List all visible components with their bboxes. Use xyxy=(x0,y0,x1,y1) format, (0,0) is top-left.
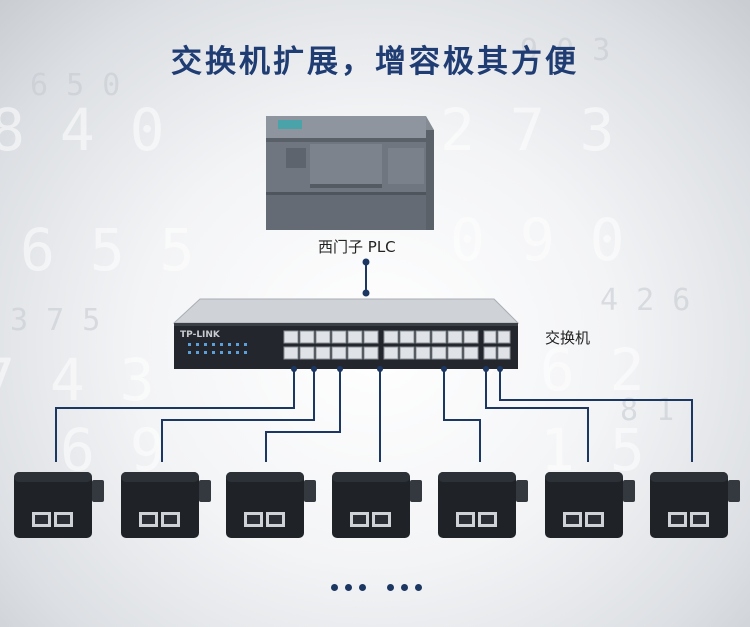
port-dot xyxy=(377,366,383,372)
port-dot xyxy=(441,366,447,372)
svg-text:0 9 0: 0 9 0 xyxy=(450,206,625,274)
svg-text:3 7 5: 3 7 5 xyxy=(10,303,100,338)
diagram-title: 交换机扩展，增容极其方便 xyxy=(171,44,579,80)
port-dot xyxy=(311,366,317,372)
endpoint-device-5 xyxy=(438,472,528,538)
plc-label: 西门子 PLC xyxy=(318,238,396,256)
link-device-6 xyxy=(485,369,589,462)
endpoint-device-7 xyxy=(650,472,740,538)
endpoint-device-3 xyxy=(226,472,316,538)
svg-text:2 7 3: 2 7 3 xyxy=(440,96,615,164)
svg-text:4 2 6: 4 2 6 xyxy=(600,283,690,318)
svg-text:7 4 3: 7 4 3 xyxy=(0,346,155,414)
port-dot xyxy=(337,366,343,372)
link-device-1 xyxy=(55,369,295,462)
link-device-7 xyxy=(499,369,693,462)
port-dot xyxy=(291,366,297,372)
endpoint-device-2 xyxy=(121,472,211,538)
port-dot xyxy=(497,366,503,372)
svg-text:8 1: 8 1 xyxy=(620,393,674,428)
svg-text:8 4 0: 8 4 0 xyxy=(0,96,165,164)
endpoint-device-6 xyxy=(545,472,635,538)
network-switch: TP-LINK xyxy=(172,298,520,369)
link-device-2 xyxy=(161,369,315,462)
svg-text:9 0 3: 9 0 3 xyxy=(520,33,610,68)
link-device-5 xyxy=(443,369,481,462)
junction-dot xyxy=(362,258,370,266)
svg-text:6 5 0: 6 5 0 xyxy=(30,68,120,103)
svg-text:TP-LINK: TP-LINK xyxy=(180,330,221,340)
link-device-3 xyxy=(265,369,341,462)
endpoint-device-1 xyxy=(14,472,104,538)
plc-device xyxy=(266,116,434,230)
junction-dot xyxy=(362,289,370,297)
svg-text:6 5 5: 6 5 5 xyxy=(20,216,195,284)
port-dot xyxy=(483,366,489,372)
switch-label: 交换机 xyxy=(545,329,591,347)
endpoint-device-4 xyxy=(332,472,422,538)
